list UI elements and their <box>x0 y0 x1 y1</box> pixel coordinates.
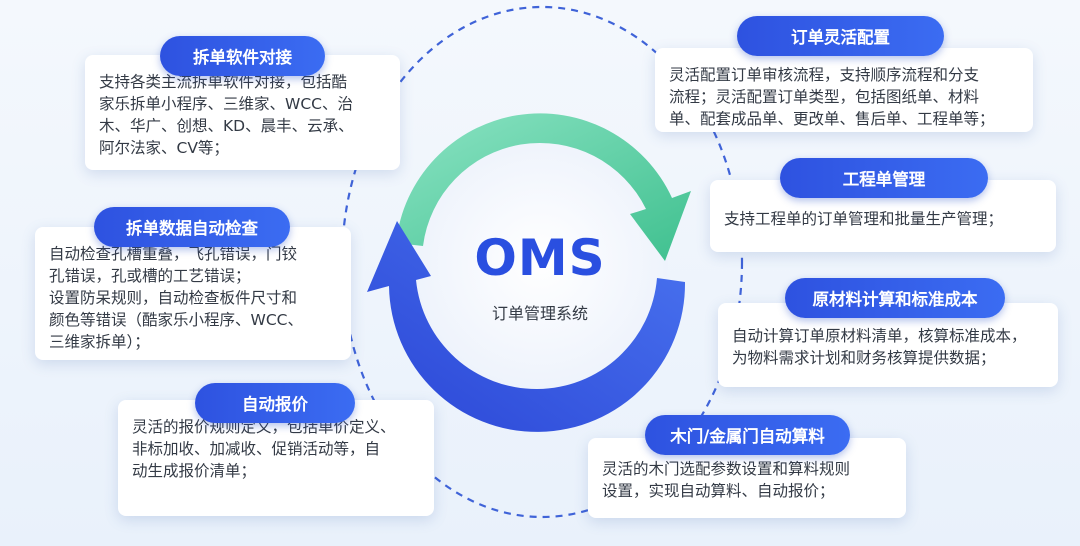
center-disc <box>412 134 668 390</box>
order-config-pill: 订单灵活配置 <box>737 16 944 56</box>
split-check-card: 自动检查孔槽重叠，飞孔错误，门铰 孔错误，孔或槽的工艺错误； 设置防呆规则，自动… <box>35 227 351 360</box>
blue-cycle-arrow <box>367 221 686 432</box>
oms-title: OMS <box>474 229 606 287</box>
material-cost-text: 自动计算订单原材料清单，核算标准成本， 为物料需求计划和财务核算提供数据； <box>732 327 1027 367</box>
order-config-text: 灵活配置订单审核流程，支持顺序流程和分支 流程；灵活配置订单类型，包括图纸单、材… <box>669 66 995 128</box>
split-check-pill: 拆单数据自动检查 <box>94 207 290 247</box>
split-software-card: 支持各类主流拆单软件对接，包括酷 家乐拆单小程序、三维家、WCC、治 木、华广、… <box>85 55 400 170</box>
split-software-pill: 拆单软件对接 <box>160 36 325 76</box>
green-cycle-arrow <box>396 113 691 262</box>
engineering-text: 支持工程单的订单管理和批量生产管理； <box>724 210 1004 228</box>
auto-quote-card: 灵活的报价规则定义，包括单价定义、 非标加收、加减收、促销活动等，自 动生成报价… <box>118 400 434 516</box>
material-cost-pill: 原材料计算和标准成本 <box>785 278 1005 318</box>
engineering-pill: 工程单管理 <box>780 158 988 198</box>
order-config-card: 灵活配置订单审核流程，支持顺序流程和分支 流程；灵活配置订单类型，包括图纸单、材… <box>655 48 1033 132</box>
material-cost-card: 自动计算订单原材料清单，核算标准成本， 为物料需求计划和财务核算提供数据； <box>718 303 1058 387</box>
split-check-text: 自动检查孔槽重叠，飞孔错误，门铰 孔错误，孔或槽的工艺错误； 设置防呆规则，自动… <box>49 245 303 351</box>
auto-quote-pill: 自动报价 <box>195 383 355 423</box>
door-calc-text: 灵活的木门选配参数设置和算料规则 设置，实现自动算料、自动报价； <box>602 460 851 500</box>
split-software-text: 支持各类主流拆单软件对接，包括酷 家乐拆单小程序、三维家、WCC、治 木、华广、… <box>99 73 354 157</box>
door-calc-pill: 木门/金属门自动算料 <box>645 415 850 455</box>
oms-subtitle: 订单管理系统 <box>491 304 588 323</box>
auto-quote-text: 灵活的报价规则定义，包括单价定义、 非标加收、加减收、促销活动等，自 动生成报价… <box>132 418 396 480</box>
